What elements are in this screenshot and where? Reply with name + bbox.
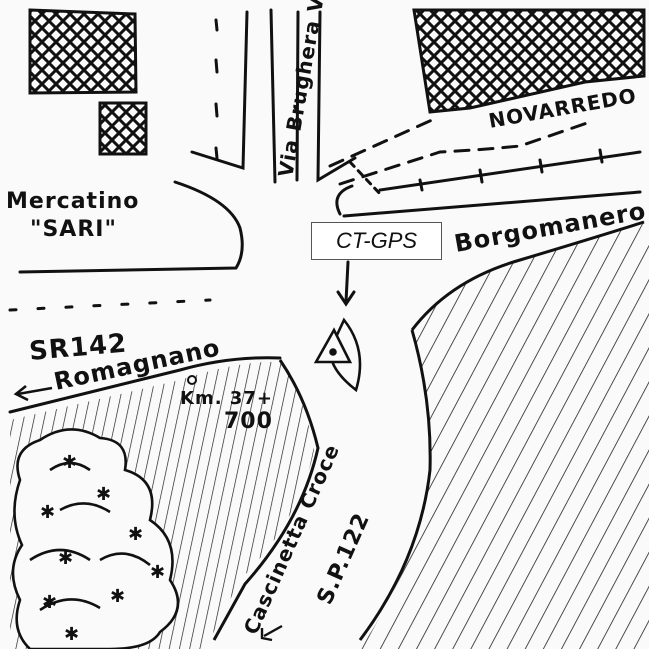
svg-text:✱: ✱	[128, 524, 144, 545]
label-km-line1: Km. 37+	[180, 388, 273, 409]
gps-label-box: CT-GPS	[311, 222, 442, 260]
km-marker-icon	[187, 375, 197, 385]
label-mercatino-line1: Mercatino	[6, 189, 139, 214]
building-mercatino	[28, 8, 148, 156]
trees	[11, 428, 180, 651]
location-marker-icon	[313, 317, 362, 393]
svg-text:✱: ✱	[40, 502, 56, 523]
romagnano-arrow-icon	[13, 384, 53, 402]
road-sr142	[8, 180, 282, 414]
field-right	[358, 220, 649, 649]
label-km-line2: 700	[224, 409, 273, 434]
label-mercatino-line2: "SARI"	[30, 217, 117, 242]
tree-stars: ✱ ✱ ✱ ✱ ✱ ✱ ✱ ✱ ✱	[40, 452, 166, 645]
svg-text:✱: ✱	[62, 452, 78, 473]
label-sp122: S.P.122	[313, 509, 376, 608]
svg-text:✱: ✱	[110, 586, 126, 607]
cascinetta-arrow-icon	[260, 624, 283, 642]
road-via-brughera	[190, 8, 357, 184]
svg-text:✱: ✱	[64, 624, 80, 645]
gps-pointer-arrow	[336, 260, 356, 307]
road-borgomanero	[328, 118, 642, 218]
building-novarredo	[412, 8, 646, 114]
svg-text:✱: ✱	[96, 484, 112, 505]
svg-text:✱: ✱	[42, 592, 58, 613]
svg-text:✱: ✱	[150, 562, 166, 583]
svg-text:✱: ✱	[58, 548, 74, 569]
